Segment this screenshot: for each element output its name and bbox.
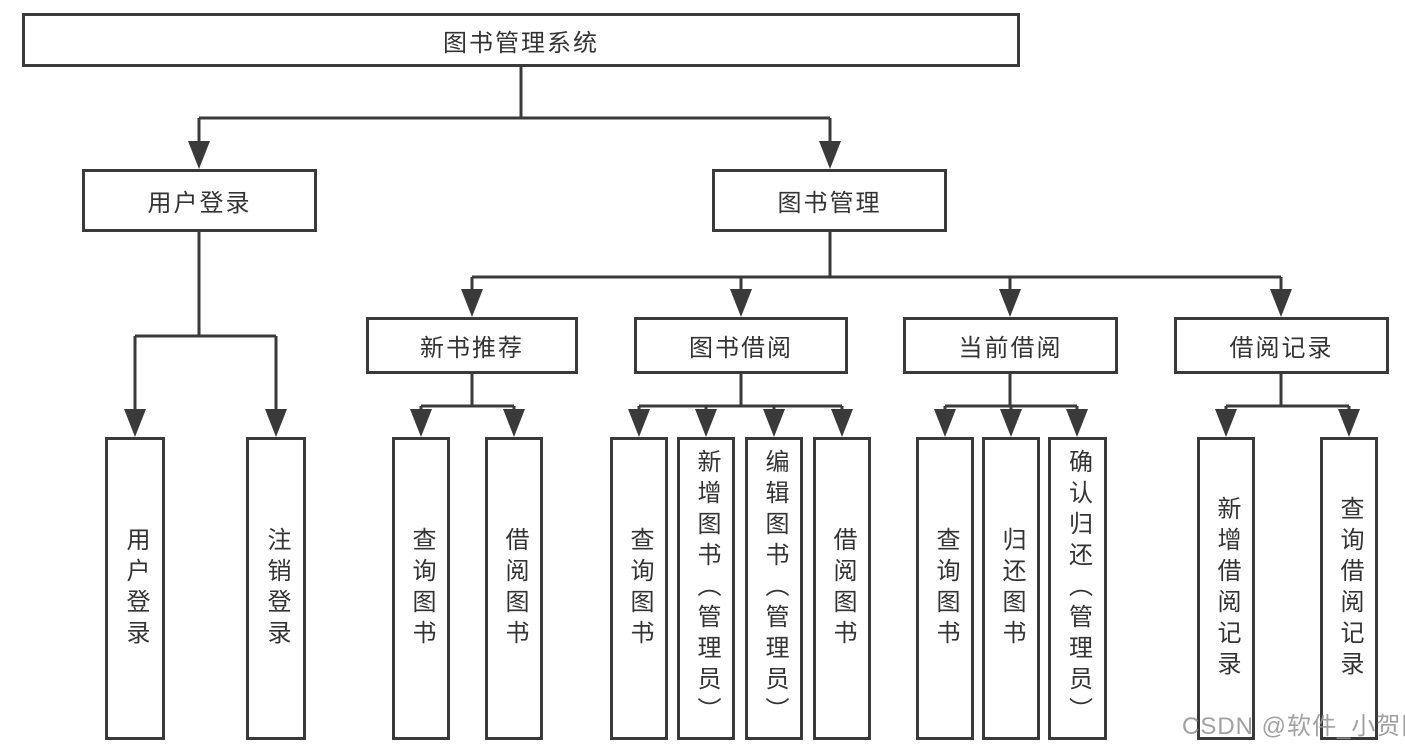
- connector-current-to-leaves: [943, 374, 1079, 410]
- node-book-borrow-label: 图书借阅: [689, 335, 793, 362]
- arrowhead-icon: [461, 289, 483, 317]
- arrowhead-icon: [1000, 409, 1022, 437]
- node-new-book-recommend-label: 新书推荐: [420, 335, 524, 362]
- node-leaf-current-confirm-return-admin-label: 确认归还（管理员）: [1064, 449, 1092, 728]
- node-leaf-borrow-query-books-label: 查询图书: [626, 526, 653, 651]
- connector-bookmgmt-to-level3: [470, 232, 1283, 290]
- node-leaf-borrow-query-books: 查询图书: [610, 437, 668, 740]
- arrowhead-icon: [819, 141, 841, 169]
- arrowhead-icon: [763, 409, 785, 437]
- arrowhead-icon: [188, 141, 210, 169]
- node-user-login-group-label: 用户登录: [147, 190, 252, 217]
- node-book-management: 图书管理: [712, 169, 947, 232]
- node-new-book-recommend: 新书推荐: [366, 317, 578, 374]
- arrowhead-icon: [1066, 409, 1088, 437]
- node-current-borrow-label: 当前借阅: [958, 335, 1063, 362]
- connector-userlogin-to-leaves: [133, 232, 278, 410]
- connector-borrow-to-leaves: [637, 374, 844, 410]
- node-root: 图书管理系统: [22, 13, 1020, 67]
- node-leaf-borrow-edit-books-admin: 编辑图书（管理员）: [745, 437, 803, 740]
- node-leaf-recommend-query-books-label: 查询图书: [408, 526, 435, 651]
- node-leaf-logout: 注销登录: [246, 437, 306, 740]
- node-leaf-current-return-books-label: 归还图书: [998, 526, 1025, 651]
- arrowhead-icon: [1338, 409, 1360, 437]
- node-leaf-current-confirm-return-admin: 确认归还（管理员）: [1048, 437, 1107, 740]
- node-leaf-user-login: 用户登录: [105, 437, 165, 740]
- node-current-borrow: 当前借阅: [903, 317, 1118, 374]
- node-book-borrow: 图书借阅: [634, 317, 848, 374]
- arrowhead-icon: [628, 409, 650, 437]
- node-leaf-recommend-borrow-books-label: 借阅图书: [501, 526, 528, 651]
- node-leaf-borrow-borrow-books: 借阅图书: [813, 437, 871, 740]
- arrowhead-icon: [999, 289, 1021, 317]
- node-leaf-current-query-books: 查询图书: [916, 437, 974, 740]
- arrowhead-icon: [265, 409, 287, 437]
- node-leaf-user-login-label: 用户登录: [122, 526, 149, 651]
- node-borrow-records-label: 借阅记录: [1229, 335, 1334, 362]
- node-leaf-recommend-query-books: 查询图书: [392, 437, 450, 740]
- node-borrow-records: 借阅记录: [1174, 317, 1389, 374]
- arrowhead-icon: [503, 409, 525, 437]
- arrowhead-icon: [410, 409, 432, 437]
- arrowhead-icon: [934, 409, 956, 437]
- node-leaf-current-return-books: 归还图书: [982, 437, 1040, 740]
- node-leaf-records-add-record-label: 新增借阅记录: [1213, 495, 1240, 682]
- node-leaf-borrow-add-books-admin-label: 新增图书（管理员）: [693, 449, 720, 728]
- connector-root-to-level2: [197, 67, 832, 142]
- node-leaf-records-add-record: 新增借阅记录: [1197, 437, 1255, 740]
- node-leaf-borrow-borrow-books-label: 借阅图书: [829, 526, 856, 651]
- connector-records-to-leaves: [1224, 374, 1351, 410]
- arrowhead-icon: [695, 409, 717, 437]
- node-leaf-logout-label: 注销登录: [263, 526, 290, 651]
- node-leaf-current-query-books-label: 查询图书: [932, 526, 959, 651]
- node-leaf-records-query-record-label: 查询借阅记录: [1336, 495, 1363, 682]
- watermark: CSDN @软件_小贺同学: [1182, 713, 1405, 740]
- arrowhead-icon: [1270, 289, 1292, 317]
- node-root-label: 图书管理系统: [443, 29, 599, 57]
- arrowhead-icon: [124, 409, 146, 437]
- arrowhead-icon: [831, 409, 853, 437]
- node-book-management-label: 图书管理: [777, 190, 882, 217]
- node-leaf-borrow-add-books-admin: 新增图书（管理员）: [677, 437, 735, 740]
- node-leaf-borrow-edit-books-admin-label: 编辑图书（管理员）: [761, 449, 788, 728]
- arrowhead-icon: [730, 289, 752, 317]
- node-leaf-recommend-borrow-books: 借阅图书: [485, 437, 543, 740]
- arrowhead-icon: [1215, 409, 1237, 437]
- connector-recommend-to-leaves: [419, 374, 516, 410]
- node-user-login-group: 用户登录: [82, 169, 317, 232]
- node-leaf-records-query-record: 查询借阅记录: [1320, 437, 1378, 740]
